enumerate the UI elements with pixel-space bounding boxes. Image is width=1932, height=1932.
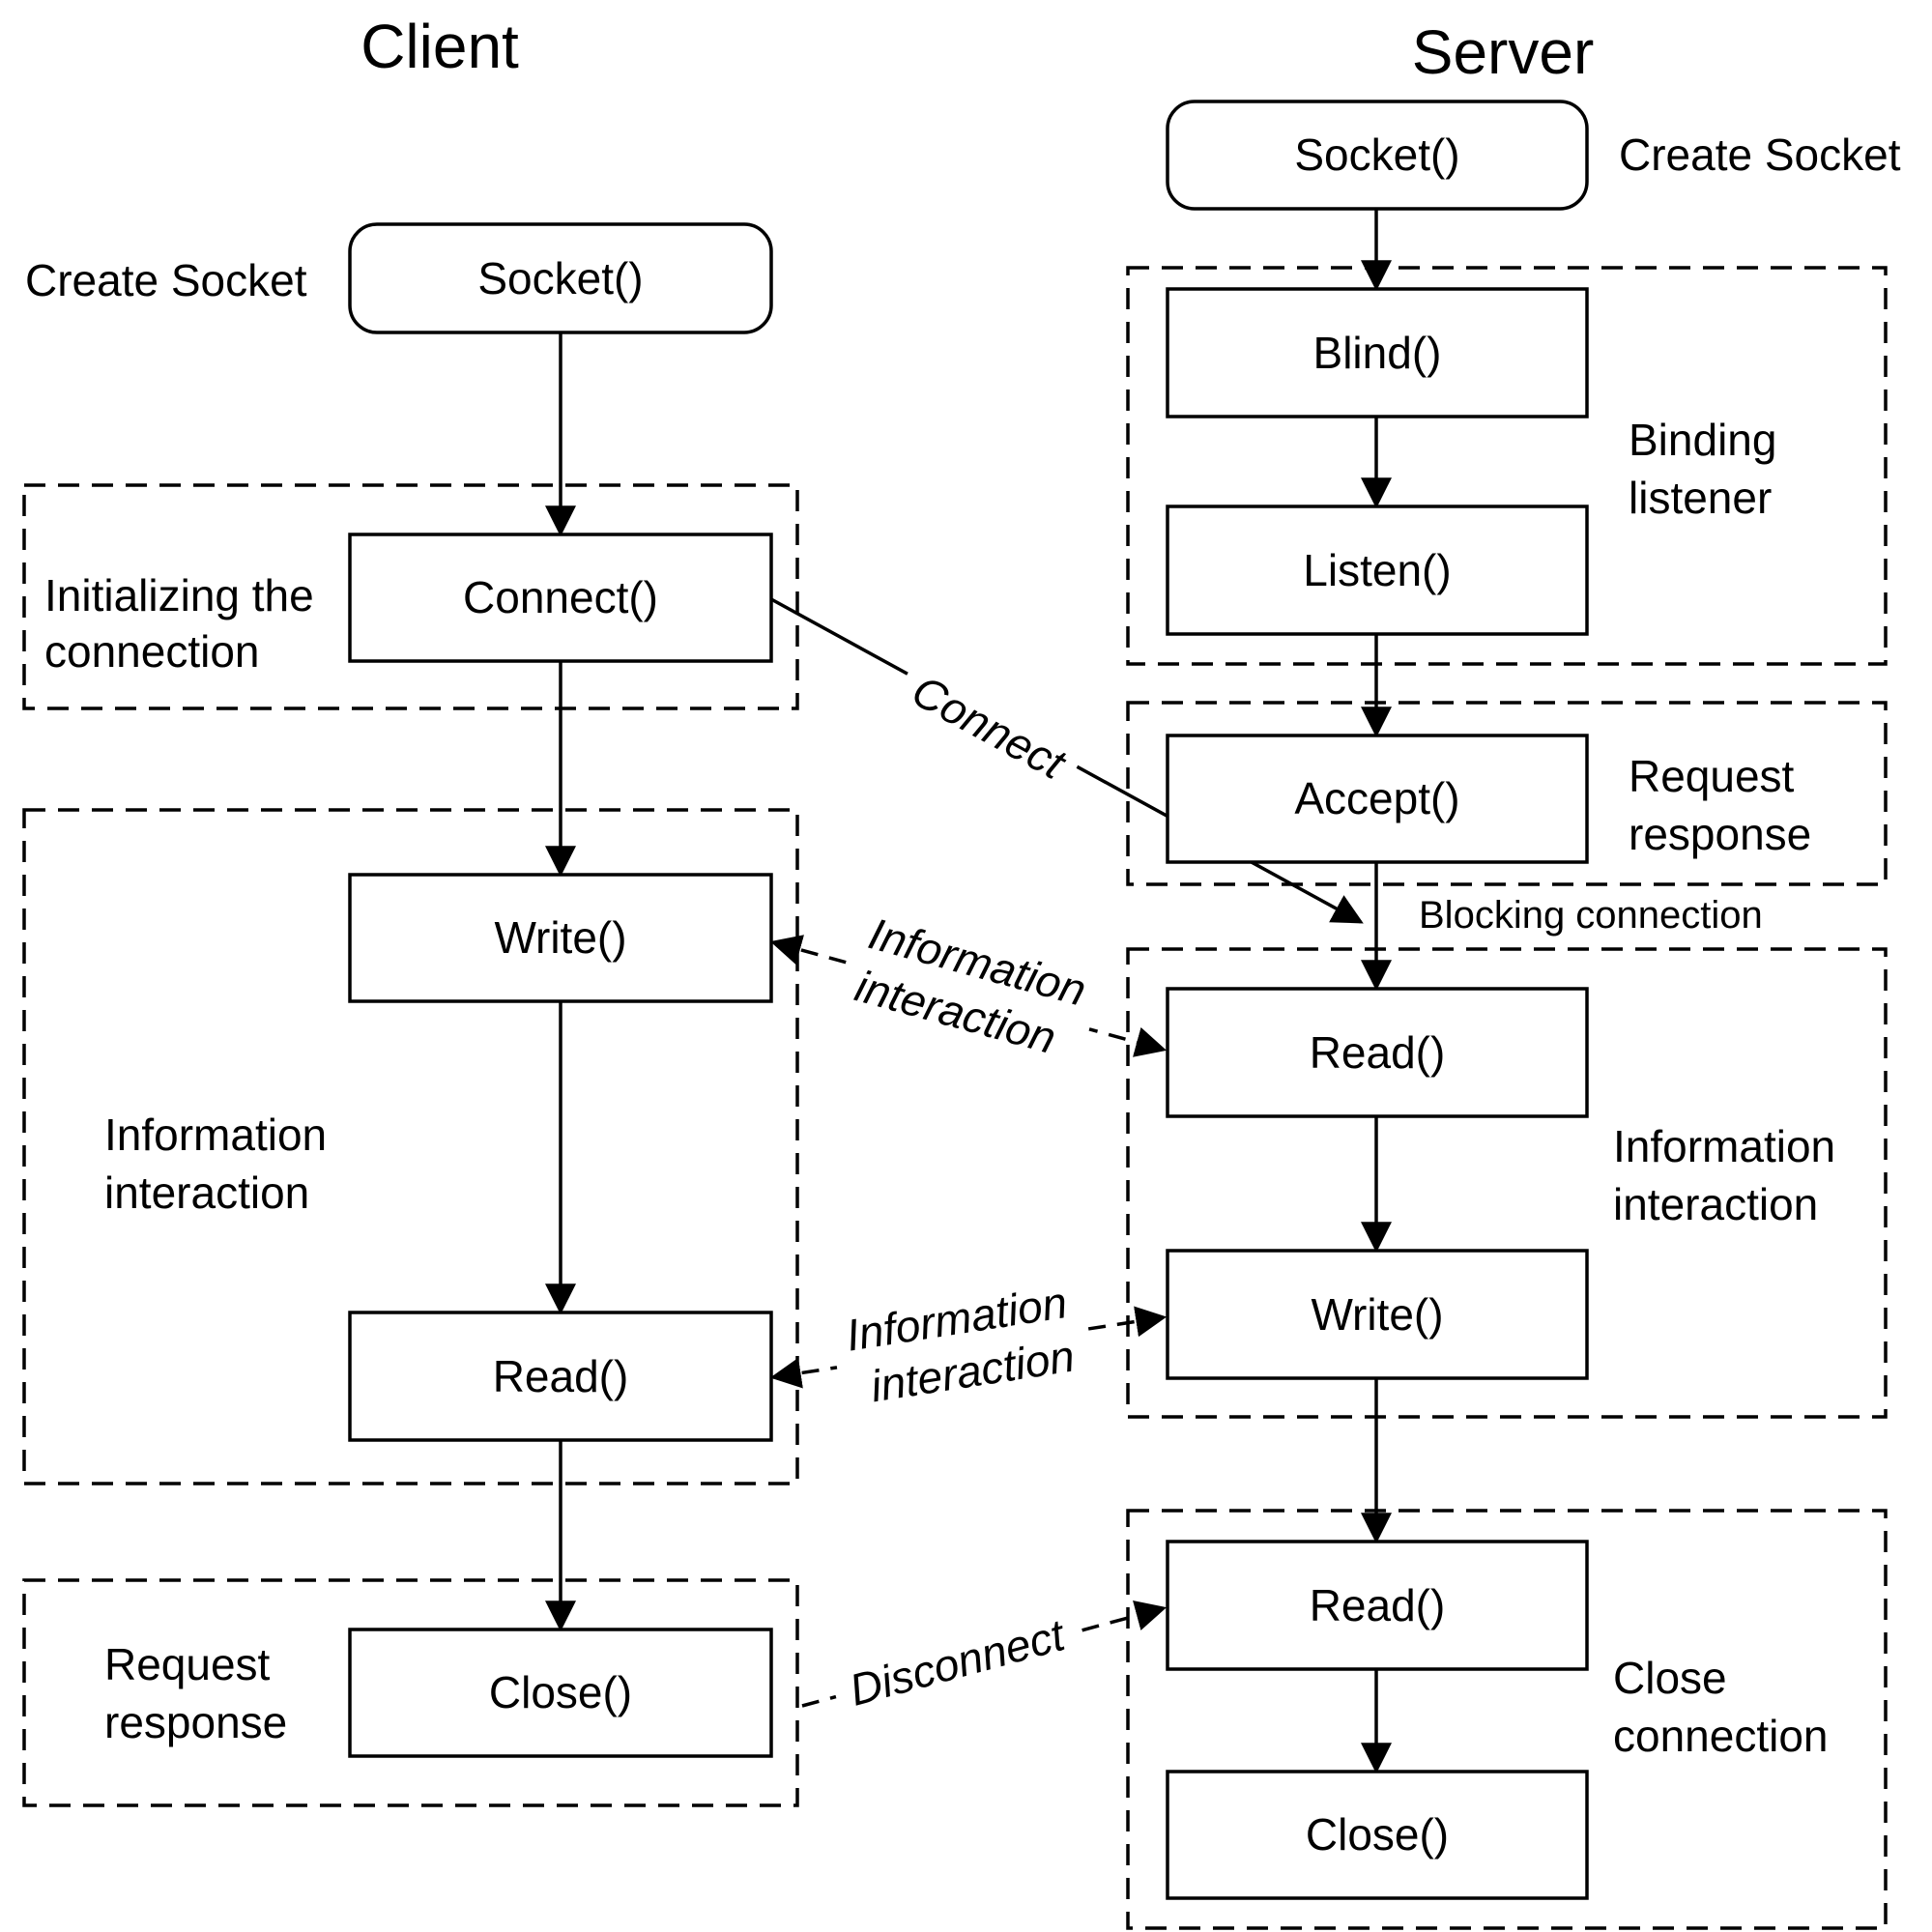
client-init-label-line2: connection [44, 626, 260, 677]
client-request-label-line1: Request [104, 1639, 271, 1689]
server-request-label-line2: response [1629, 809, 1811, 859]
server-read2-label: Read() [1310, 1580, 1446, 1630]
server-info-label-line1: Information [1613, 1121, 1835, 1171]
client-read-box[interactable] [348, 1311, 773, 1442]
server-write-label: Write() [1311, 1289, 1443, 1340]
edge-info2-label-group: Information interaction [827, 1266, 1094, 1425]
server-accept-box[interactable] [1166, 734, 1589, 864]
client-init-group [22, 483, 799, 710]
edge-disconnect-label: Disconnect [844, 1609, 1071, 1716]
client-info-label-line2: interaction [104, 1168, 309, 1218]
client-connect-label: Connect() [463, 572, 658, 622]
client-request-group [22, 1578, 799, 1807]
server-binding-label-line2: listener [1629, 473, 1772, 523]
server-listen-label: Listen() [1303, 545, 1451, 595]
edge-info1-arrow [769, 935, 1168, 1057]
server-read1-box[interactable] [1166, 987, 1589, 1118]
server-close-label-line2: connection [1613, 1711, 1829, 1761]
server-create-socket-label: Create Socket [1619, 130, 1901, 180]
server-info-label-line2: interaction [1613, 1179, 1818, 1229]
client-close-label: Close() [489, 1667, 632, 1717]
client-init-label-line1: Initializing the [44, 570, 314, 620]
server-write-box[interactable] [1166, 1249, 1589, 1380]
server-close-label-line1: Close [1613, 1653, 1727, 1703]
server-binding-group [1126, 266, 1888, 666]
edge-connect-label-group: Connect [888, 652, 1089, 801]
client-info-group [22, 808, 799, 1485]
client-request-label-line2: response [104, 1697, 287, 1747]
client-title: Client [360, 12, 519, 81]
client-socket-box[interactable] [348, 222, 773, 334]
server-read1-label: Read() [1310, 1027, 1446, 1078]
server-request-label-line1: Request [1629, 751, 1795, 801]
client-write-label: Write() [494, 912, 626, 963]
client-read-label: Read() [493, 1351, 629, 1401]
server-read2-box[interactable] [1166, 1540, 1589, 1671]
server-listen-box[interactable] [1166, 505, 1589, 636]
client-close-box[interactable] [348, 1628, 773, 1758]
client-write-box[interactable] [348, 873, 773, 1003]
server-blocking-label: Blocking connection [1419, 894, 1763, 937]
client-connect-box[interactable] [348, 533, 773, 663]
server-close-label: Close() [1306, 1809, 1449, 1860]
server-socket-label: Socket() [1294, 130, 1459, 180]
client-socket-label: Socket() [477, 253, 643, 303]
client-info-label-line1: Information [104, 1110, 327, 1160]
edge-info1-label-group: Information interaction [833, 896, 1108, 1080]
server-socket-box[interactable] [1166, 100, 1589, 211]
server-blind-box[interactable] [1166, 287, 1589, 418]
server-binding-label-line1: Binding [1629, 415, 1776, 465]
client-create-socket-label: Create Socket [25, 255, 307, 305]
server-close-box[interactable] [1166, 1770, 1589, 1900]
server-blind-label: Blind() [1313, 328, 1442, 378]
server-close-group [1126, 1509, 1888, 1930]
server-info-group [1126, 947, 1888, 1419]
server-title: Server [1412, 17, 1595, 87]
server-accept-label: Accept() [1294, 773, 1459, 823]
server-request-group [1126, 701, 1888, 886]
edge-disconnect-label-group: Disconnect [827, 1601, 1086, 1723]
